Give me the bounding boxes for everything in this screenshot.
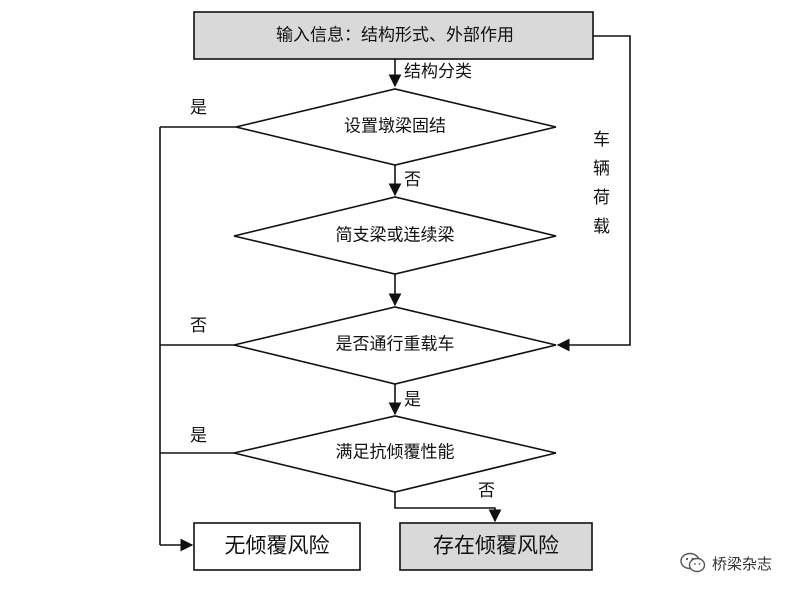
arrow-anti-no-to-has-risk [394, 492, 502, 523]
diamond-span-type [233, 196, 557, 275]
vehicle-load-label: 车辆荷载 [589, 130, 609, 246]
no-risk-box [193, 522, 361, 571]
arrow-vehicle-load [556, 35, 631, 352]
watermark-text: 桥梁杂志 [711, 554, 772, 573]
has-risk-box [399, 522, 593, 571]
diamond-anti-overturn [233, 415, 557, 493]
wechat-icon [680, 552, 706, 574]
classify-label: 结构分类 [404, 62, 472, 82]
diamond-heavy-traffic [233, 306, 557, 385]
edge-pier-yes: 是 [190, 98, 207, 118]
input-box [193, 11, 594, 60]
edge-anti-no: 否 [478, 481, 495, 501]
pier-fixed-label: 设置墩梁固结 [344, 116, 446, 137]
edge-heavy-yes: 是 [404, 390, 421, 410]
no-risk-label: 无倾覆风险 [224, 533, 330, 558]
anti-overturn-label: 满足抗倾覆性能 [335, 442, 455, 463]
edge-anti-yes: 是 [190, 426, 207, 446]
span-type-label: 简支梁或连续梁 [335, 225, 455, 246]
heavy-traffic-label: 是否通行重载车 [335, 334, 455, 355]
has-risk-label: 存在倾覆风险 [433, 533, 559, 558]
edge-heavy-no: 否 [190, 316, 207, 336]
input-label: 输入信息：结构形式、外部作用 [276, 25, 514, 46]
edge-pier-no: 否 [404, 170, 421, 190]
diamond-pier-fixed [235, 88, 557, 166]
watermark: 桥梁杂志 [680, 552, 772, 574]
